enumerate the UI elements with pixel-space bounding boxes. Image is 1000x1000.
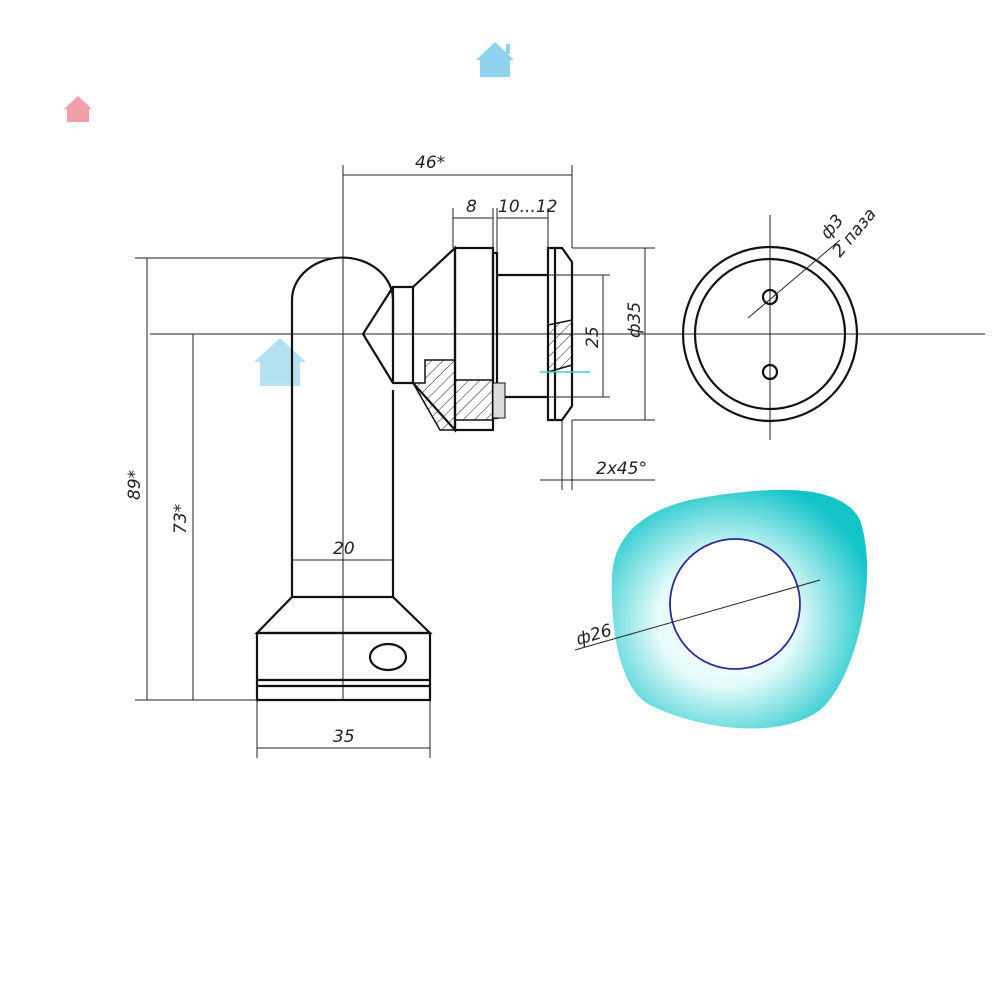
dim-glass-thickness: 10...12 <box>498 197 557 217</box>
dim-post-width: 20 <box>333 539 355 559</box>
dim-collar-width: 8 <box>466 197 477 217</box>
house-icon <box>254 338 306 386</box>
side-view <box>681 215 859 440</box>
dim-axis-height: 73* <box>171 504 191 534</box>
house-icon <box>476 42 514 77</box>
base-screw-hole <box>368 642 408 672</box>
gasket <box>574 489 868 729</box>
dim-plate-diameter: ф35 <box>625 302 645 338</box>
dim-chamfer: 2x45° <box>596 459 647 479</box>
dim-neck-diameter: 25 <box>583 326 603 348</box>
clamp-head <box>361 245 590 433</box>
dim-base-width: 35 <box>333 727 355 747</box>
mount-hole <box>761 363 779 381</box>
house-icon <box>64 96 92 122</box>
dimension-lines <box>135 165 655 758</box>
post <box>254 256 433 702</box>
dim-overall-length: 46* <box>415 153 445 173</box>
mount-hole <box>761 288 779 306</box>
dim-total-height: 89* <box>125 470 145 500</box>
dim-gasket-hole-diameter: ф26 <box>574 621 614 650</box>
